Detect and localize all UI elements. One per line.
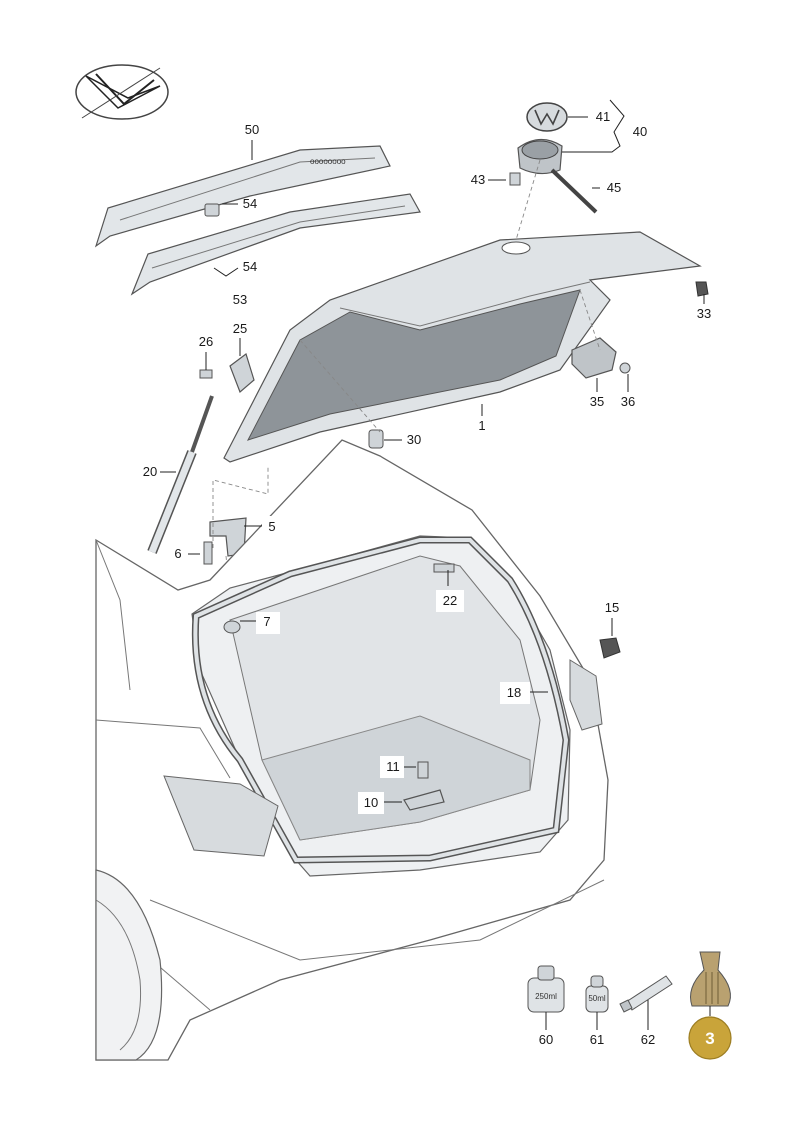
callout-22: 22	[443, 593, 457, 608]
callout-10: 10	[364, 795, 378, 810]
callout-11: 11	[386, 759, 400, 774]
callout-45: 45	[607, 180, 621, 195]
kit-label-50: 50ml	[588, 994, 606, 1003]
kit-label-250: 250ml	[535, 992, 557, 1001]
callout-60: 60	[539, 1032, 553, 1047]
callout-62: 62	[641, 1032, 655, 1047]
buffer-30[interactable]	[368, 429, 384, 449]
brush-icon	[690, 951, 731, 1007]
screw-11[interactable]	[417, 761, 429, 779]
spoiler-clip[interactable]	[204, 203, 220, 217]
callout-30: 30	[407, 432, 421, 447]
callout-35: 35	[590, 394, 604, 409]
clip-7[interactable]	[223, 620, 241, 634]
adhesive-tube[interactable]	[619, 975, 673, 1013]
gas-strut-20[interactable]	[147, 395, 214, 554]
callout-box-22	[436, 590, 464, 612]
brand-logo-icon	[75, 64, 169, 120]
callout-54a: 54	[243, 196, 257, 211]
callout-7: 7	[263, 614, 270, 629]
grease-tub-50ml[interactable]: 50ml	[585, 975, 609, 1013]
callout-6: 6	[174, 546, 181, 561]
callout-1: 1	[478, 418, 485, 433]
callout-26: 26	[199, 334, 213, 349]
svg-text:oooooooo: oooooooo	[310, 157, 346, 166]
callout-53: 53	[233, 292, 247, 307]
callout-61: 61	[590, 1032, 604, 1047]
callout-box-11	[380, 756, 404, 778]
callout-20: 20	[143, 464, 157, 479]
lock-actuator-35[interactable]	[571, 337, 617, 379]
buffer-15[interactable]	[599, 637, 621, 659]
callout-33: 33	[697, 306, 711, 321]
callout-box-10	[358, 792, 384, 814]
spoiler-lower[interactable]	[130, 193, 421, 296]
callout-box-7	[256, 612, 280, 634]
emblem-badge[interactable]	[526, 102, 568, 132]
nut-36[interactable]	[619, 362, 631, 374]
callout-50: 50	[245, 122, 259, 137]
callout-40: 40	[633, 124, 647, 139]
spoiler-upper[interactable]: oooooooo	[94, 145, 391, 248]
screw-43[interactable]	[509, 172, 521, 186]
tailgate-panel[interactable]	[223, 231, 702, 463]
callout-43: 43	[471, 172, 485, 187]
hinge-25[interactable]	[229, 353, 255, 394]
number-badge: 3	[688, 1016, 732, 1060]
bump-stop-33[interactable]	[695, 281, 709, 297]
striker-10[interactable]	[403, 789, 445, 811]
cable-45[interactable]	[550, 168, 598, 214]
callout-box-6	[168, 544, 188, 564]
grease-tub-250ml[interactable]: 250ml	[527, 965, 565, 1013]
callout-box-18	[500, 682, 530, 704]
callout-18: 18	[507, 685, 521, 700]
callout-25: 25	[233, 321, 247, 336]
callout-54b: 54	[243, 259, 257, 274]
callout-box-5	[262, 516, 286, 538]
car-body	[95, 439, 609, 1061]
callout-5: 5	[268, 519, 275, 534]
bolt-6[interactable]	[203, 541, 213, 565]
release-handle-assembly[interactable]	[517, 138, 563, 175]
callout-41: 41	[596, 109, 610, 124]
callout-36: 36	[621, 394, 635, 409]
badge-number: 3	[705, 1029, 714, 1048]
screw-26[interactable]	[199, 369, 213, 379]
callout-15: 15	[605, 600, 619, 615]
screw-22[interactable]	[433, 563, 455, 573]
hinge-bracket-5[interactable]	[209, 517, 247, 557]
